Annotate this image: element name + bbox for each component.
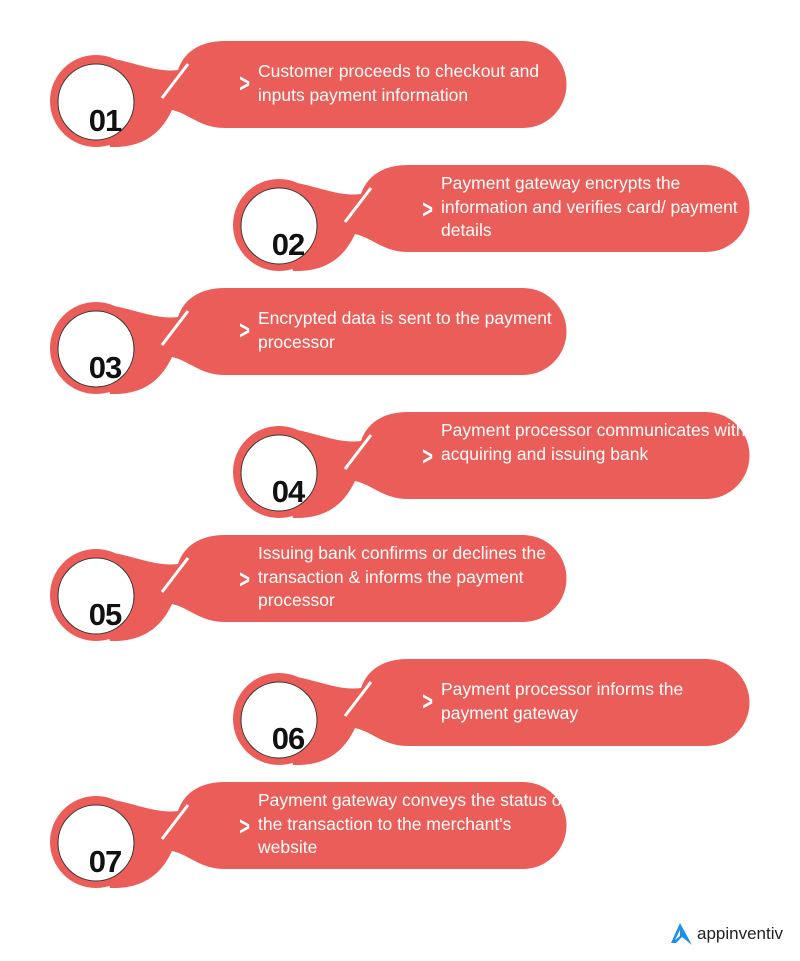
- chevron-right-icon: >: [239, 315, 250, 345]
- step-number: 03: [88, 350, 122, 385]
- step-shape: [50, 782, 567, 889]
- step-number: 05: [88, 597, 122, 632]
- step-number: 02: [271, 227, 305, 262]
- step-04: 04 > Payment processor communicates with…: [233, 411, 753, 521]
- step-text: Payment gateway conveys the status of th…: [258, 790, 567, 857]
- step-shape: [50, 41, 567, 148]
- step-text: Payment processor informs the payment ga…: [441, 679, 684, 723]
- step-shape: [233, 659, 750, 766]
- appinventiv-logo-icon: [671, 923, 692, 945]
- chevron-right-icon: >: [422, 441, 433, 471]
- step-07: 07 > Payment gateway conveys the status …: [50, 781, 570, 891]
- step-number: 07: [88, 844, 122, 879]
- step-01: 01 > Customer proceeds to checkout and i…: [50, 40, 570, 150]
- chevron-right-icon: >: [239, 564, 250, 594]
- step-text: Issuing bank confirms or declines the tr…: [258, 543, 546, 610]
- chevron-right-icon: >: [239, 811, 250, 841]
- chevron-right-icon: >: [239, 68, 250, 98]
- step-05: 05 > Issuing bank confirms or declines t…: [50, 534, 570, 644]
- step-text: Payment gateway encrypts the information…: [441, 173, 738, 240]
- chevron-right-icon: >: [422, 194, 433, 224]
- brand-name: appinventiv: [697, 924, 784, 943]
- chevron-right-icon: >: [422, 686, 433, 716]
- step-text: Payment processor communicates with acqu…: [441, 420, 746, 464]
- step-number: 01: [88, 103, 122, 138]
- step-shape: [50, 288, 567, 395]
- brand-logo: appinventiv: [668, 921, 783, 947]
- step-shape: [233, 412, 750, 519]
- step-shape: [233, 165, 750, 272]
- step-02: 02 > Payment gateway encrypts the inform…: [233, 164, 753, 274]
- step-text: Encrypted data is sent to the payment pr…: [258, 308, 552, 352]
- step-03: 03 > Encrypted data is sent to the payme…: [50, 287, 570, 397]
- step-text: Customer proceeds to checkout and inputs…: [258, 61, 540, 105]
- step-06: 06 > Payment processor informs the payme…: [233, 658, 753, 768]
- step-shape: [50, 535, 567, 642]
- step-number: 06: [271, 721, 305, 756]
- step-number: 04: [271, 474, 305, 509]
